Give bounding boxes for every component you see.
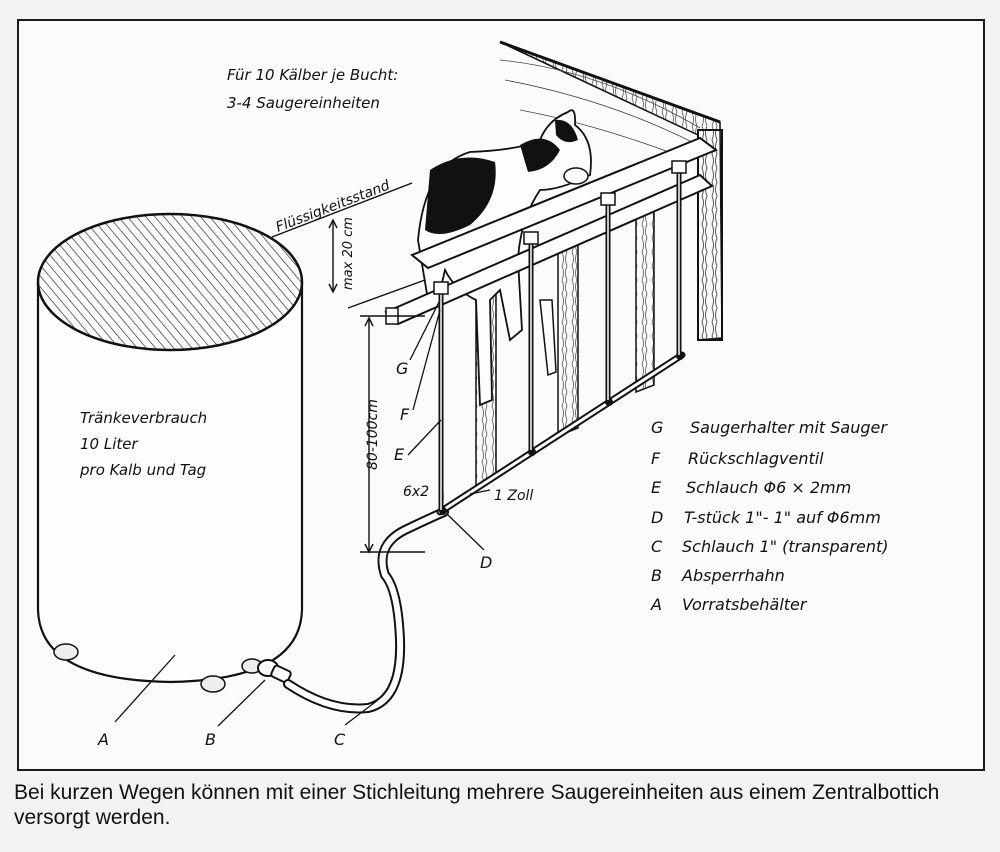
distribution-pipe [436,351,686,516]
legend-letter-a: A [650,595,662,614]
legend-text-g: Saugerhalter mit Sauger [690,418,888,437]
inch-label: 1 Zoll [494,488,533,504]
label-g: G [396,359,408,378]
legend-text-f: Rückschlagventil [688,449,824,468]
label-leaders [114,299,491,727]
calf-illustration [417,109,592,407]
legend-text-b: Absperrhahn [681,566,785,585]
legend-text-a: Vorratsbehälter [682,595,808,614]
label-c: C [334,730,346,749]
header-note-line2: 3-4 Saugereinheiten [227,94,380,112]
storage-tank [36,212,304,693]
legend-letter-c: C [651,537,663,556]
hose-size-label: 6x2 [403,484,429,500]
label-a: A [97,730,109,749]
dimension-lines [271,182,426,554]
label-e: E [394,445,405,464]
legend-letter-f: F [651,449,661,468]
height-range-label: 80-100cm [365,399,381,470]
legend-text-d: T-stück 1"- 1" auf Φ6mm [684,508,881,527]
legend-letter-g: G [651,418,663,437]
legend-letter-b: B [651,566,662,585]
teat-units [433,160,687,510]
shutoff-valve [257,659,292,684]
tank-text-line2: 10 Liter [80,435,138,453]
supply-hose [283,507,449,714]
legend-text-c: Schlauch 1" (transparent) [682,537,889,556]
legend-letter-e: E [651,478,662,497]
label-d: D [480,553,492,572]
figure-caption: Bei kurzen Wegen können mit einer Stichl… [14,781,940,829]
header-note-line1: Für 10 Kälber je Bucht: [227,66,398,84]
legend-text-e: Schlauch Φ6 × 2mm [686,478,851,497]
legend-letter-d: D [651,508,663,527]
tank-text-line1: Tränkeverbrauch [80,409,207,427]
tank-text-line3: pro Kalb und Tag [79,461,206,479]
label-b: B [205,730,216,749]
max-height-label: max 20 cm [341,217,356,290]
label-f: F [400,405,410,424]
legend: G Saugerhalter mit Sauger F Rückschlagve… [650,418,889,614]
